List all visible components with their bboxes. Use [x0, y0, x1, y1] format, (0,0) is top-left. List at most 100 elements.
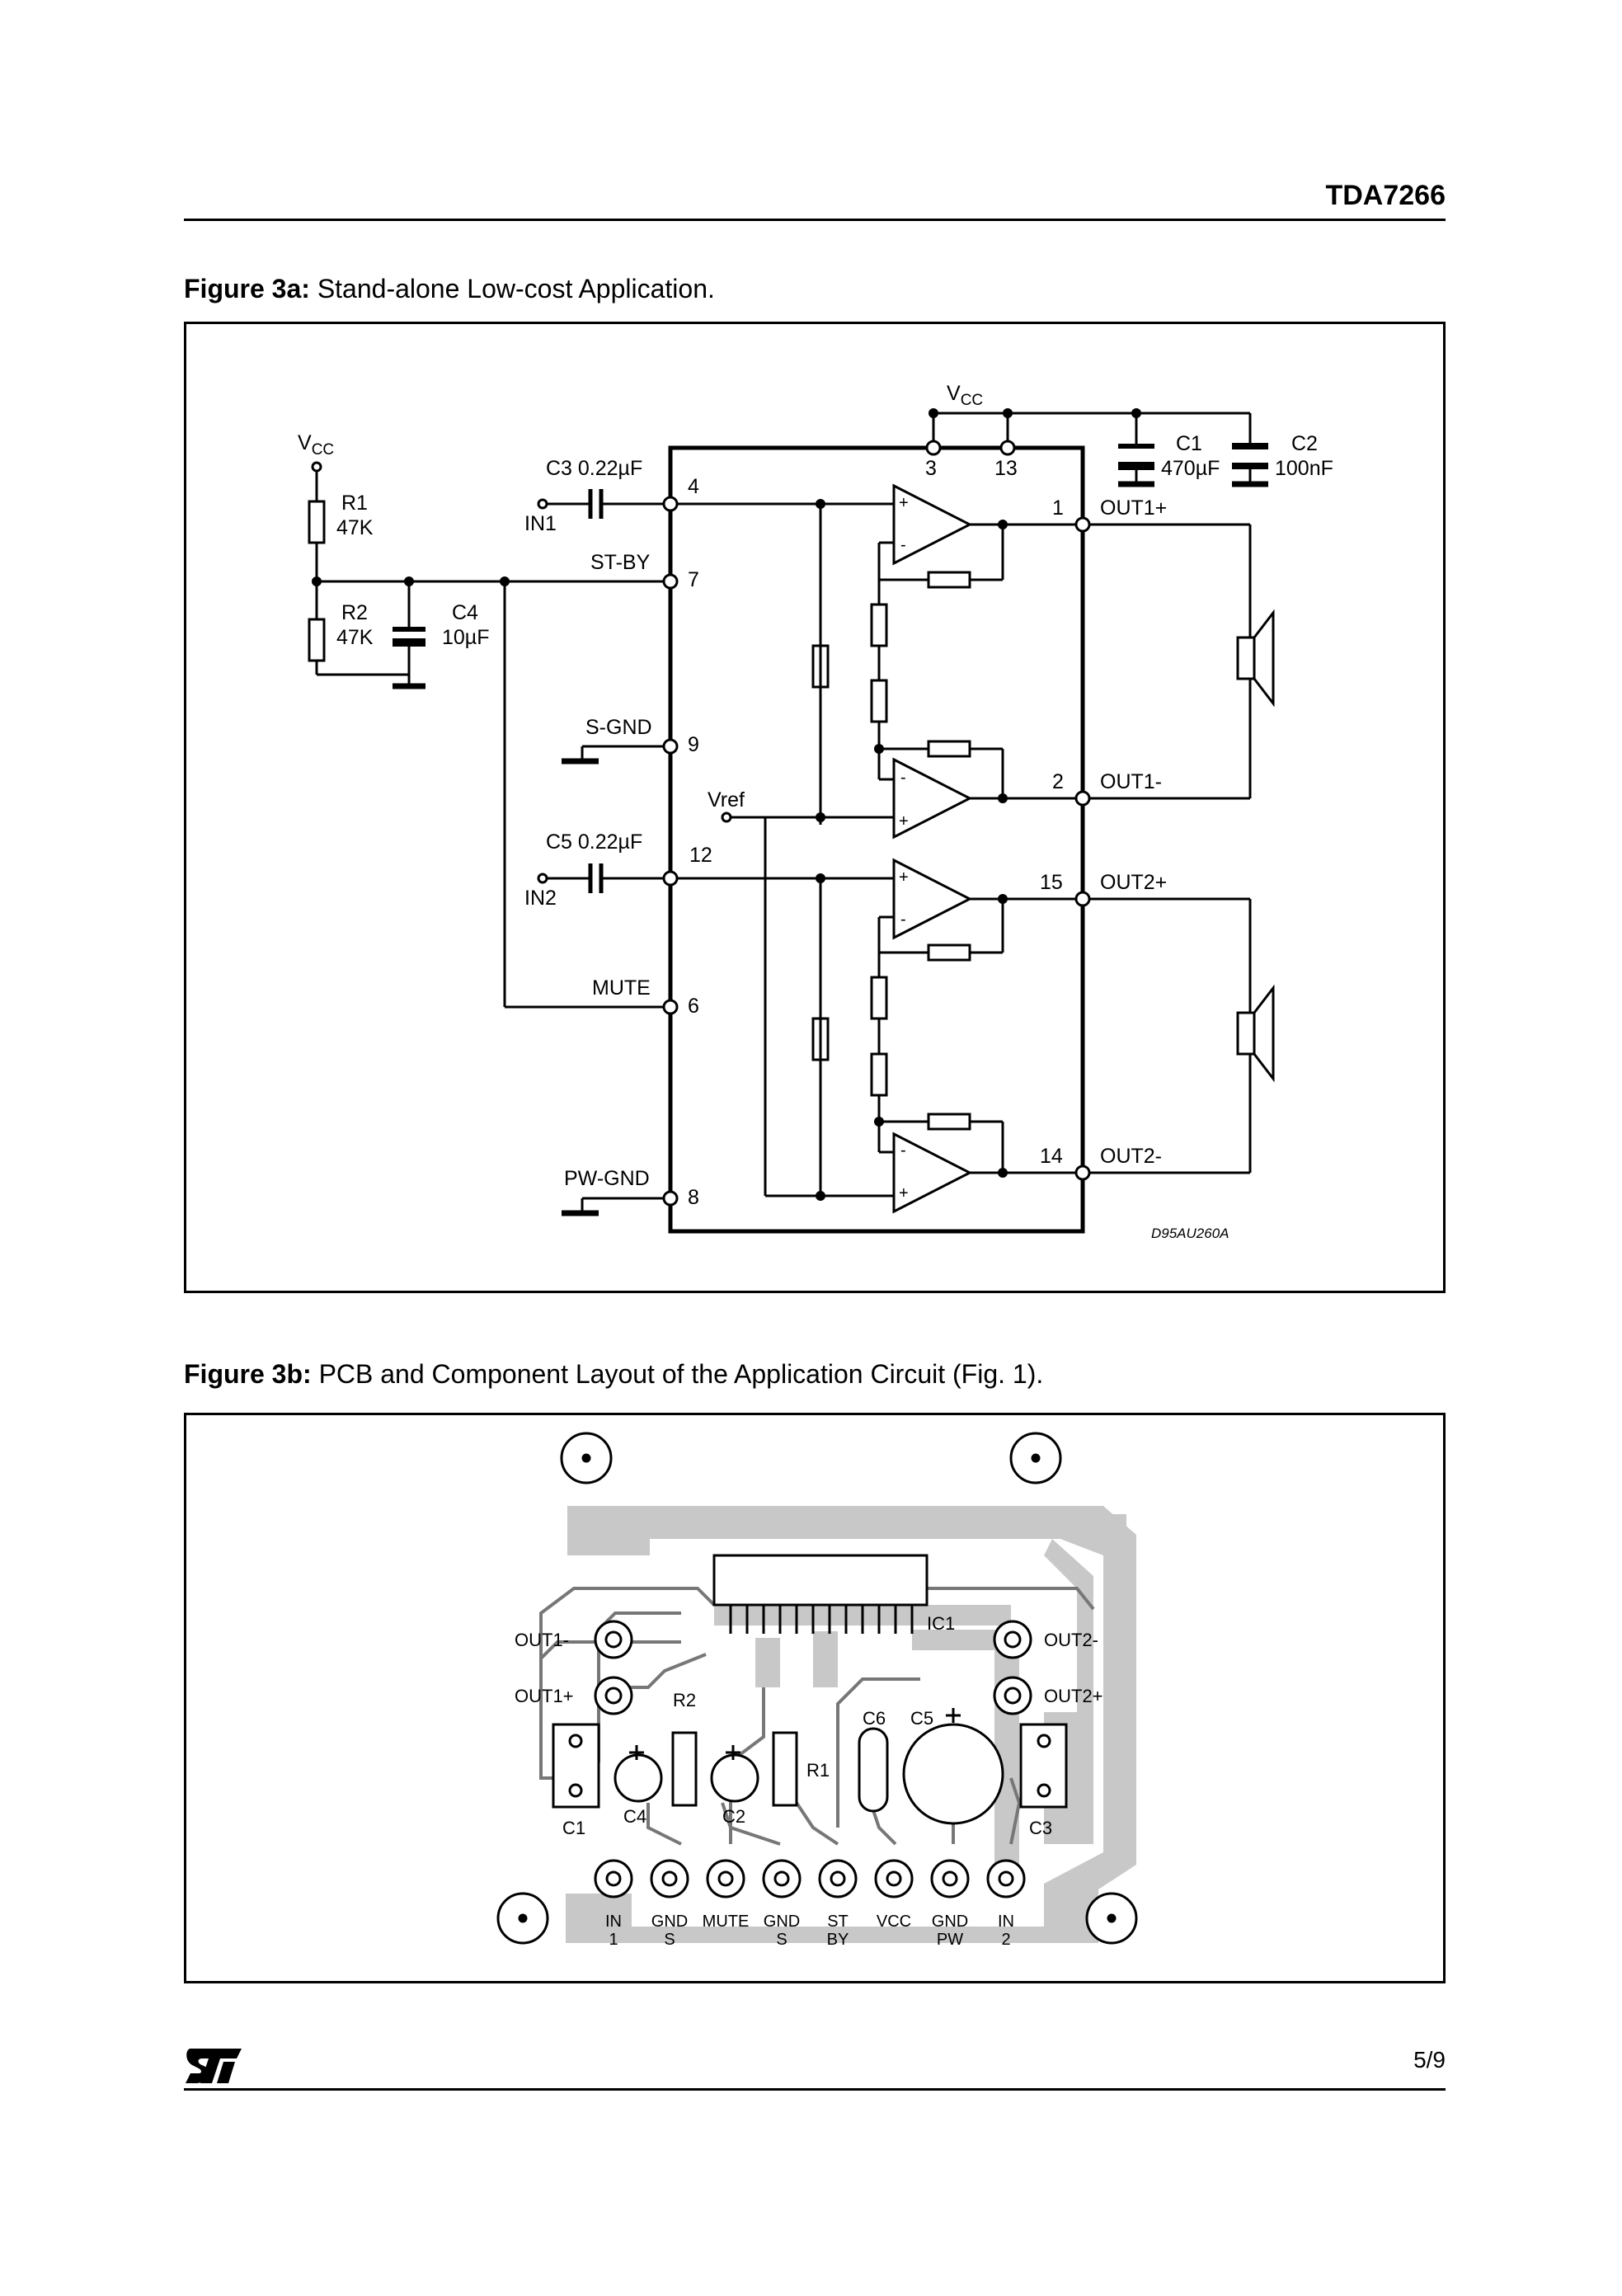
pin-2: 2	[1052, 770, 1064, 793]
label-c5: C5 0.22µF	[546, 830, 642, 854]
label-c1-value: 470µF	[1161, 457, 1220, 480]
c2-footprint	[710, 1753, 759, 1803]
label-out1m: OUT1-	[1100, 770, 1162, 793]
svg-text:-: -	[900, 1141, 906, 1160]
figure-3b-frame: OUT1- OUT1+ OUT2- OUT2+ IC1 R2 R1 C6 C5 …	[184, 1413, 1446, 1983]
connector-label: IN	[605, 1913, 622, 1931]
figure-3b-caption: Figure 3b: PCB and Component Layout of t…	[184, 1359, 1043, 1390]
connector-label: VCC	[877, 1913, 911, 1931]
pcb-label-c2: C2	[722, 1806, 745, 1827]
pin-7: 7	[688, 568, 699, 591]
figure-3b-label: Figure 3b:	[184, 1359, 312, 1389]
connector-label: S	[776, 1931, 787, 1949]
label-c3: C3 0.22µF	[546, 457, 642, 480]
label-out2p: OUT2+	[1100, 871, 1167, 894]
label-c4: C4	[452, 601, 478, 624]
label-r2: R2	[341, 601, 368, 624]
drawing-code: D95AU260A	[1151, 1226, 1229, 1241]
label-r1-value: 47K	[336, 516, 374, 539]
speaker-2	[1236, 1011, 1256, 1056]
label-in2: IN2	[524, 887, 557, 910]
pin-6: 6	[688, 995, 699, 1018]
pcb-label-r2: R2	[673, 1690, 696, 1710]
pin-12: 12	[689, 844, 712, 867]
figure-3a-caption: Figure 3a: Stand-alone Low-cost Applicat…	[184, 274, 715, 304]
svg-text:+: +	[899, 494, 909, 512]
connector-label: S	[664, 1931, 675, 1949]
label-vref: Vref	[708, 788, 745, 812]
figure-3a-label: Figure 3a:	[184, 274, 310, 303]
svg-text:+: +	[899, 1184, 909, 1202]
connector-label: GND	[764, 1913, 800, 1931]
pin-9: 9	[688, 733, 699, 756]
label-in1: IN1	[524, 512, 557, 535]
connector-pads	[594, 1859, 1026, 1898]
st-logo-icon	[186, 2049, 242, 2083]
pcb-label-c6: C6	[863, 1708, 886, 1729]
label-vcc-top: VCC	[947, 382, 983, 409]
pin-8: 8	[688, 1186, 699, 1209]
pcb-label-out2m: OUT2-	[1044, 1630, 1098, 1650]
page-number: 5/9	[1413, 2047, 1446, 2073]
connector-label: BY	[827, 1931, 849, 1949]
c4-footprint	[614, 1753, 663, 1803]
pcb-label-out1m: OUT1-	[515, 1630, 569, 1650]
pin-3: 3	[925, 457, 937, 480]
pcb-label-c4: C4	[623, 1806, 646, 1827]
svg-text:-: -	[900, 769, 906, 787]
connector-label: PW	[937, 1931, 963, 1949]
label-mute: MUTE	[592, 976, 651, 1000]
label-c1: C1	[1176, 432, 1202, 455]
label-c2-value: 100nF	[1275, 457, 1333, 480]
components	[552, 1723, 1068, 1825]
pin-13: 13	[994, 457, 1018, 480]
figure-3b-title: PCB and Component Layout of the Applicat…	[311, 1359, 1044, 1389]
connector-labels: IN 1 GND S MUTE GND S ST BY VCC GND PW I…	[605, 1913, 1014, 1949]
label-vcc-left: VCC	[298, 431, 334, 459]
pcb-label-r1: R1	[806, 1760, 830, 1781]
schematic-diagram: +- -+ +- -+ VCC VCC R1 47K R2 47K C4 10µ…	[298, 382, 1333, 1241]
pcb-label-ic1: IC1	[927, 1613, 955, 1634]
svg-text:-: -	[900, 536, 906, 554]
r2-footprint	[671, 1731, 698, 1807]
connector-label: GND	[651, 1913, 688, 1931]
pcb-label-c1: C1	[562, 1818, 585, 1838]
label-r2-value: 47K	[336, 626, 374, 649]
pin-4: 4	[688, 475, 699, 498]
document-title: TDA7266	[1325, 180, 1446, 211]
pcb-label-c5: C5	[910, 1708, 933, 1729]
pcb-layout: OUT1- OUT1+ OUT2- OUT2+ IC1 R2 R1 C6 C5 …	[496, 1432, 1138, 1949]
footer-rule	[184, 2088, 1446, 2091]
pin-1: 1	[1052, 496, 1064, 520]
pcb-label-c3: C3	[1029, 1818, 1052, 1838]
label-pwgnd: PW-GND	[564, 1167, 650, 1190]
svg-text:+: +	[899, 812, 909, 830]
pcb-label-out1p: OUT1+	[515, 1686, 574, 1706]
header-rule	[184, 219, 1446, 221]
figure-3a-title: Stand-alone Low-cost Application.	[309, 274, 715, 303]
connector-label: IN	[998, 1913, 1014, 1931]
connector-label: ST	[827, 1913, 849, 1931]
r1-footprint	[772, 1731, 798, 1807]
connector-label: GND	[932, 1913, 968, 1931]
connector-label: 2	[1001, 1931, 1010, 1949]
ic-body	[668, 445, 1085, 1234]
label-r1: R1	[341, 492, 368, 515]
connector-label: MUTE	[703, 1913, 750, 1931]
label-sgnd: S-GND	[585, 716, 652, 739]
figure-3a-frame: +- -+ +- -+ VCC VCC R1 47K R2 47K C4 10µ…	[184, 322, 1446, 1293]
c6-footprint	[858, 1727, 889, 1813]
output-pads	[594, 1620, 1032, 1715]
pin-14: 14	[1040, 1145, 1063, 1168]
pcb-label-out2p: OUT2+	[1044, 1686, 1103, 1706]
mounting-holes	[496, 1432, 1138, 1945]
label-c4-value: 10µF	[442, 626, 489, 649]
label-out1p: OUT1+	[1100, 496, 1167, 520]
connector-label: 1	[609, 1931, 618, 1949]
label-c2: C2	[1291, 432, 1318, 455]
label-out2m: OUT2-	[1100, 1145, 1162, 1168]
svg-text:-: -	[900, 910, 906, 929]
ic1-package	[712, 1554, 929, 1607]
c5-footprint	[902, 1723, 1004, 1825]
speaker-1	[1236, 636, 1256, 680]
